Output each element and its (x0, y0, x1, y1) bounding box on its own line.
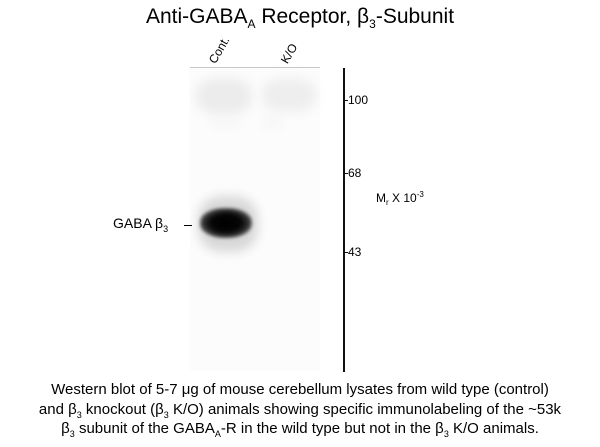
background-smear-control (196, 78, 252, 114)
axis-tick-label-100: 100 (348, 93, 369, 107)
title-subscript-2: 3 (369, 17, 376, 31)
background-smear-knockout (262, 78, 316, 112)
caption-text: β (61, 420, 70, 437)
unit-base: M (376, 191, 386, 205)
lane-label-knockout: K/O (277, 41, 301, 66)
caption-text: subunit of the GABA (74, 420, 215, 437)
gaba-beta3-band (200, 208, 252, 238)
title-text-middle: Receptor, β (255, 5, 370, 28)
title-text-suffix: -Subunit (375, 5, 455, 28)
lane-label-control: Cont. (205, 34, 233, 66)
caption-subscript: 3 (69, 429, 75, 439)
caption-text: knockout (β (81, 400, 164, 418)
caption-subscript: 3 (163, 409, 169, 420)
caption-text: K/O) animals showing specific immunolabe… (168, 400, 562, 418)
caption-line-3: β3 subunit of the GABAA-R in the wild ty… (0, 419, 600, 439)
figure-title: Anti-GABAA Receptor, β3-Subunit (0, 4, 600, 30)
figure-caption: Western blot of 5-7 μg of mouse cerebell… (0, 380, 600, 439)
caption-subscript: 3 (76, 409, 82, 420)
axis-unit-label: Mr X 10-3 (376, 190, 424, 207)
title-text: Anti-GABA (145, 5, 248, 28)
caption-text: -R in the wild type but not in the β (220, 420, 444, 437)
axis-tick-100 (343, 100, 348, 101)
caption-text: and β (38, 400, 77, 418)
axis-tick-label-68: 68 (348, 166, 362, 180)
caption-subscript: 3 (443, 429, 449, 439)
band-annotation-subscript: 3 (163, 224, 169, 234)
molecular-weight-axis (343, 68, 345, 372)
caption-line-2: and β3 knockout (β3 K/O) animals showing… (0, 400, 600, 420)
caption-subscript: A (214, 429, 221, 439)
axis-tick-label-43: 43 (348, 245, 362, 259)
caption-line-1: Western blot of 5-7 μg of mouse cerebell… (51, 381, 549, 398)
axis-tick-68 (343, 173, 348, 174)
faint-band-control (210, 120, 240, 126)
caption-text: K/O animals. (448, 420, 539, 437)
unit-subscript: r (386, 198, 389, 207)
faint-band-knockout (262, 120, 282, 126)
title-subscript: A (247, 17, 256, 31)
unit-superscript: -3 (416, 190, 424, 199)
band-annotation-label: GABA β3 (113, 215, 169, 234)
axis-tick-43 (343, 252, 348, 253)
band-annotation-text: GABA β (113, 215, 164, 231)
band-annotation-dash (184, 225, 192, 226)
unit-middle: X 10 (388, 191, 417, 205)
